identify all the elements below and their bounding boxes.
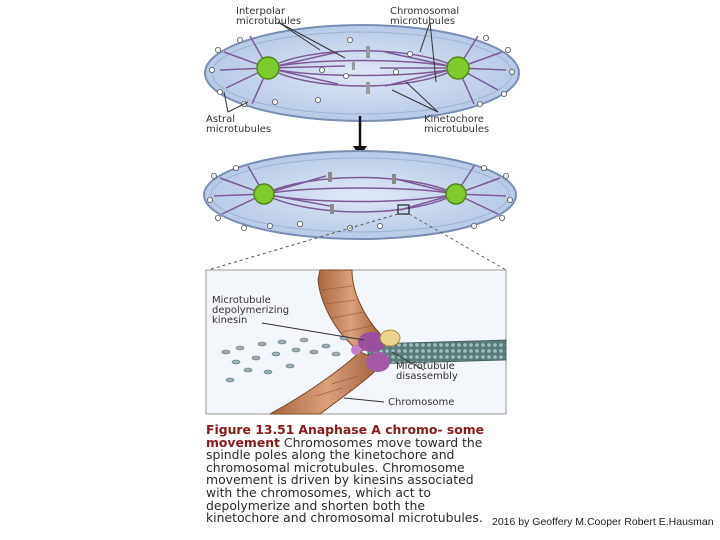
label-interpolar-microtubules: Interpolar microtubules xyxy=(236,6,302,27)
label-microtubule-disassembly: Microtubule disassembly xyxy=(396,361,458,382)
top-leader-lines xyxy=(223,21,439,113)
label-kinetochore-microtubules: Kinetochore microtubules xyxy=(424,114,490,135)
bottom-cell xyxy=(203,150,517,240)
centrosome-left-anaphase xyxy=(253,183,275,205)
caption-title: Anaphase A chromo- some movement xyxy=(206,422,485,450)
centrosome-right-anaphase xyxy=(445,183,467,205)
zoom-lines xyxy=(207,213,507,271)
top-cell xyxy=(204,24,520,122)
copyright-credit: 2016 by Geoffery M.Cooper Robert E.Hausm… xyxy=(492,516,714,528)
label-chromosomal-microtubules: Chromosomal microtubules xyxy=(390,6,460,27)
figure-caption: Figure 13.51 Anaphase A chromo- some mov… xyxy=(206,422,496,526)
label-chromosome: Chromosome xyxy=(388,397,455,408)
kinesin-complex xyxy=(351,329,401,372)
caption-body: Chromosomes move toward the spindle pole… xyxy=(206,434,483,526)
centrosome-right xyxy=(446,56,470,80)
zoom-panel xyxy=(205,269,507,415)
caption-figure-number: Figure 13.51 xyxy=(206,422,295,437)
centrosome-left xyxy=(256,56,280,80)
label-depolymerizing-kinesin: Microtubule depolymerizing kinesin xyxy=(212,295,290,326)
chromosome-lower-arm xyxy=(269,351,385,415)
label-astral-microtubules: Astral microtubules xyxy=(206,114,272,135)
